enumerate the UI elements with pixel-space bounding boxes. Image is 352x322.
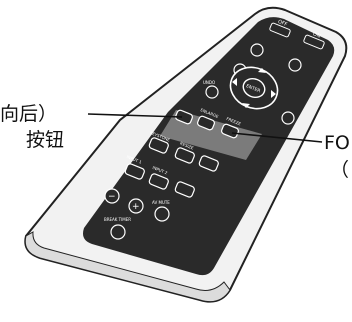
top-button-1[interactable] (250, 43, 264, 57)
left-callout-line2: 按钮 (26, 129, 64, 151)
on-button[interactable] (303, 34, 325, 50)
left-callout-line1: 向后） (0, 103, 57, 125)
direction-pad: ENTER (229, 66, 279, 110)
dpad-left-icon[interactable] (232, 78, 237, 86)
input1-button[interactable] (124, 163, 145, 180)
left-callout-line (87, 113, 183, 118)
av-mute-label: AV MUTE (152, 200, 170, 205)
focus-back-button[interactable] (175, 109, 194, 125)
callout-lines (87, 113, 323, 143)
input-row: INPUT 1 INPUT 2 (124, 154, 195, 198)
right-callout-line2: （ (330, 159, 349, 181)
remote-lower-edge (24, 231, 231, 303)
callout-labels: 向后） 按钮 FO （ (0, 103, 350, 181)
undo-button[interactable] (205, 85, 219, 99)
input2-button[interactable] (148, 173, 169, 190)
volume-row: − + AV MUTE (104, 188, 170, 222)
top-button-2[interactable] (288, 58, 302, 72)
volume-down-button[interactable] (104, 188, 120, 204)
picture-button[interactable] (198, 155, 219, 172)
side-buttons: UNDO (203, 80, 295, 125)
enlarge-label: ENLARGE (200, 107, 220, 119)
dpad-right-icon[interactable] (271, 90, 276, 98)
right-callout-line (231, 132, 323, 143)
off-button[interactable] (269, 22, 291, 38)
input1-label: INPUT 1 (126, 154, 143, 165)
keystone-button[interactable] (148, 137, 169, 154)
plus-icon: + (132, 202, 140, 212)
enlarge-button[interactable] (197, 115, 216, 131)
enter-button[interactable] (240, 76, 267, 101)
input3-button[interactable] (174, 181, 195, 198)
dpad-down-icon[interactable] (242, 103, 250, 108)
keystone-row: KEYSTONE RESIZE (148, 130, 219, 172)
break-timer-button[interactable] (110, 224, 126, 240)
resize-button[interactable] (174, 147, 195, 164)
volume-up-button[interactable] (128, 198, 144, 214)
off-button-label: OFF (277, 19, 288, 28)
on-button-label: ON (312, 31, 322, 40)
power-buttons: OFF ON (269, 19, 325, 50)
undo-label: UNDO (203, 80, 215, 85)
menu-button[interactable] (281, 111, 295, 125)
av-mute-button[interactable] (154, 206, 170, 222)
minus-icon: − (108, 192, 116, 202)
timer-row: BREAK TIMER (104, 217, 131, 240)
right-callout-line1: FO (324, 132, 350, 154)
enter-button-label: ENTER (245, 83, 261, 94)
dpad-up-icon[interactable] (258, 68, 266, 73)
input2-label: INPUT 2 (152, 165, 169, 176)
freeze-label: FREEZE (226, 116, 243, 127)
break-timer-label: BREAK TIMER (104, 217, 131, 222)
resize-label: RESIZE (179, 141, 195, 151)
